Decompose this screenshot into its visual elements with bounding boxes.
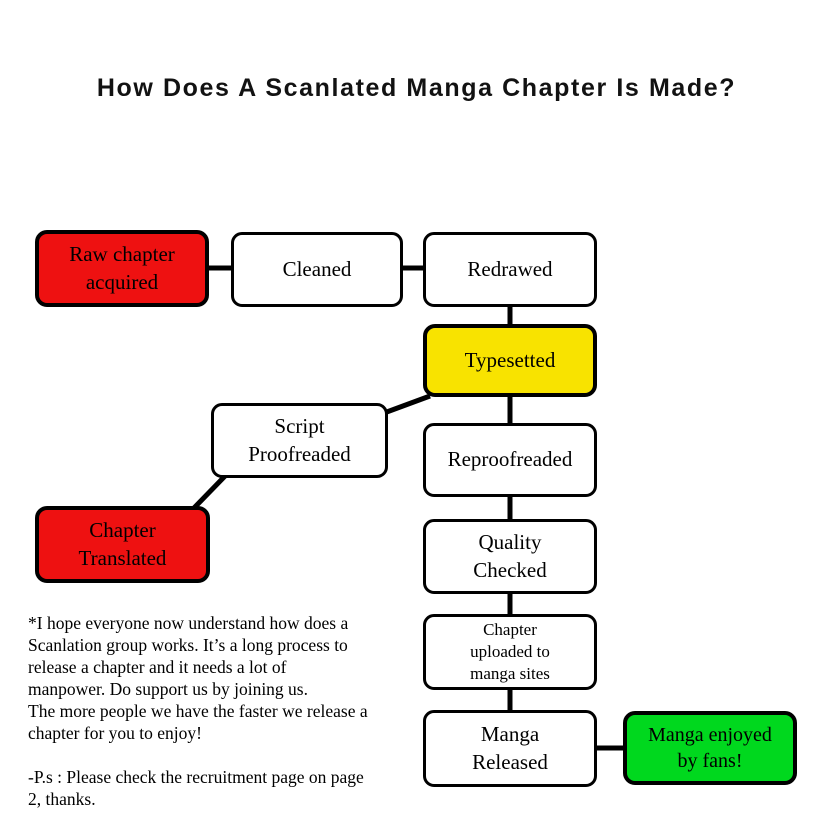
footnote-line: chapter for you to enjoy! (28, 723, 202, 743)
node-chapter-translated: Chapter Translated (35, 506, 210, 583)
footnote-line: Scanlation group works. It’s a long proc… (28, 635, 348, 655)
node-manga-enjoyed: Manga enjoyed by fans! (623, 711, 797, 785)
node-redrawed: Redrawed (423, 232, 597, 307)
node-chapter-uploaded: Chapter uploaded to manga sites (423, 614, 597, 690)
footnote-line: release a chapter and it needs a lot of (28, 657, 287, 677)
footnote-line: manpower. Do support us by joining us. (28, 679, 308, 699)
footnote-line: 2, thanks. (28, 789, 96, 809)
node-typesetted: Typesetted (423, 324, 597, 397)
node-quality-checked: Quality Checked (423, 519, 597, 594)
node-reproofreaded: Reproofreaded (423, 423, 597, 497)
footnote-line (28, 744, 428, 766)
footnote-text: *I hope everyone now understand how does… (28, 612, 428, 810)
page-title: How Does A Scanlated Manga Chapter Is Ma… (96, 74, 737, 102)
node-script-proofreaded: Script Proofreaded (211, 403, 388, 478)
connector-script-typesetted (383, 393, 431, 416)
footnote-line: *I hope everyone now understand how does… (28, 613, 349, 633)
footnote-line: The more people we have the faster we re… (28, 701, 368, 721)
node-cleaned: Cleaned (231, 232, 403, 307)
connector-translated-script (191, 472, 229, 511)
footnote-line: -P.s : Please check the recruitment page… (28, 767, 364, 787)
node-manga-released: Manga Released (423, 710, 597, 787)
node-raw-chapter-acquired: Raw chapter acquired (35, 230, 209, 307)
